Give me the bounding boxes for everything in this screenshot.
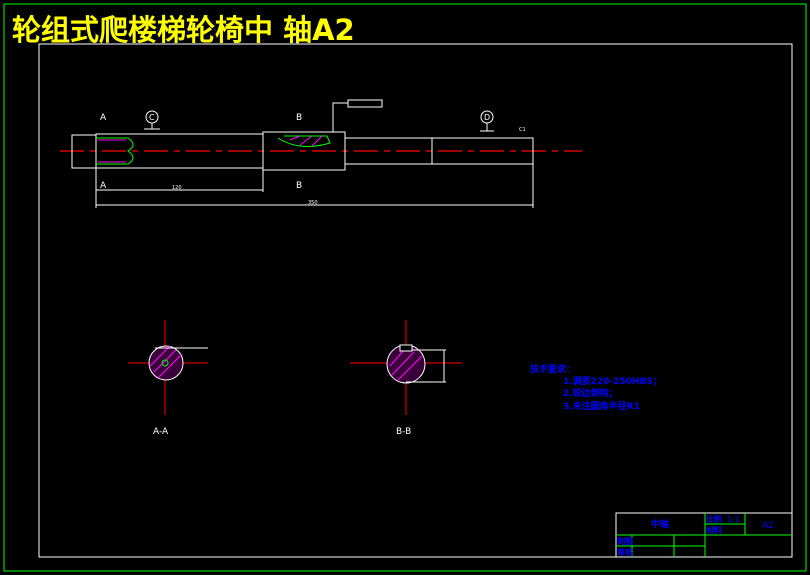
shaft-main-view[interactable]: A A B B C D 120 350 C1 bbox=[60, 99, 582, 208]
scale-label: 比例 bbox=[706, 514, 722, 524]
section-view-a-a[interactable]: A-A bbox=[128, 320, 208, 437]
datum-d-label: D bbox=[484, 113, 490, 122]
datum-c-label: C bbox=[149, 113, 155, 122]
tolerance-frame bbox=[347, 99, 383, 108]
shaft-segment-d bbox=[344, 137, 534, 165]
aa-section-circle bbox=[148, 345, 184, 381]
title-block: 中轴 比例 1:1 材料 A2 制图 审核 bbox=[615, 512, 793, 558]
checked-by-label: 审核 bbox=[617, 547, 633, 557]
dimension-overall: 350 bbox=[308, 200, 318, 206]
keyway-b-hatch bbox=[289, 135, 323, 147]
chamfer-dimension: C1 bbox=[519, 127, 526, 133]
keyway-a-hatch bbox=[98, 139, 126, 163]
material-label: 材料 bbox=[706, 525, 722, 535]
bb-keyway bbox=[399, 344, 413, 352]
section-b-bottom-label: B bbox=[296, 181, 302, 191]
keyway-a bbox=[96, 137, 134, 165]
section-b-top-label: B bbox=[296, 113, 302, 123]
outer-border bbox=[3, 3, 807, 572]
tech-req-item: 2.锐边倒钝； bbox=[563, 387, 618, 399]
dimension-120: 120 bbox=[172, 185, 182, 191]
part-name: 中轴 bbox=[651, 518, 669, 530]
keyway-b bbox=[277, 135, 331, 148]
aa-center-hole bbox=[161, 359, 169, 367]
drawn-by-label: 制图 bbox=[617, 536, 633, 546]
section-a-a-label: A-A bbox=[153, 427, 169, 437]
section-view-b-b[interactable]: B-B bbox=[350, 320, 462, 437]
technical-requirements: 技术要求： 1.调质220-250HBS； 2.锐边倒钝； 3.未注圆角半径R1 bbox=[530, 363, 662, 412]
drawing-title: 轮组式爬楼梯轮椅中 轴A2 bbox=[12, 13, 355, 47]
aa-hatch bbox=[149, 345, 183, 379]
inner-frame bbox=[38, 43, 793, 558]
tolerance-leader bbox=[332, 102, 348, 132]
scale-value: 1:1 bbox=[727, 515, 740, 524]
tech-req-heading: 技术要求： bbox=[530, 363, 575, 375]
section-b-b-label: B-B bbox=[396, 427, 411, 437]
section-a-top-label: A bbox=[100, 113, 107, 123]
tech-req-item: 3.未注圆角半径R1 bbox=[563, 400, 640, 412]
bb-hatch bbox=[389, 349, 423, 381]
drawing-number: A2 bbox=[762, 521, 774, 531]
tech-req-item: 1.调质220-250HBS； bbox=[563, 375, 662, 387]
section-a-bottom-label: A bbox=[100, 181, 107, 191]
